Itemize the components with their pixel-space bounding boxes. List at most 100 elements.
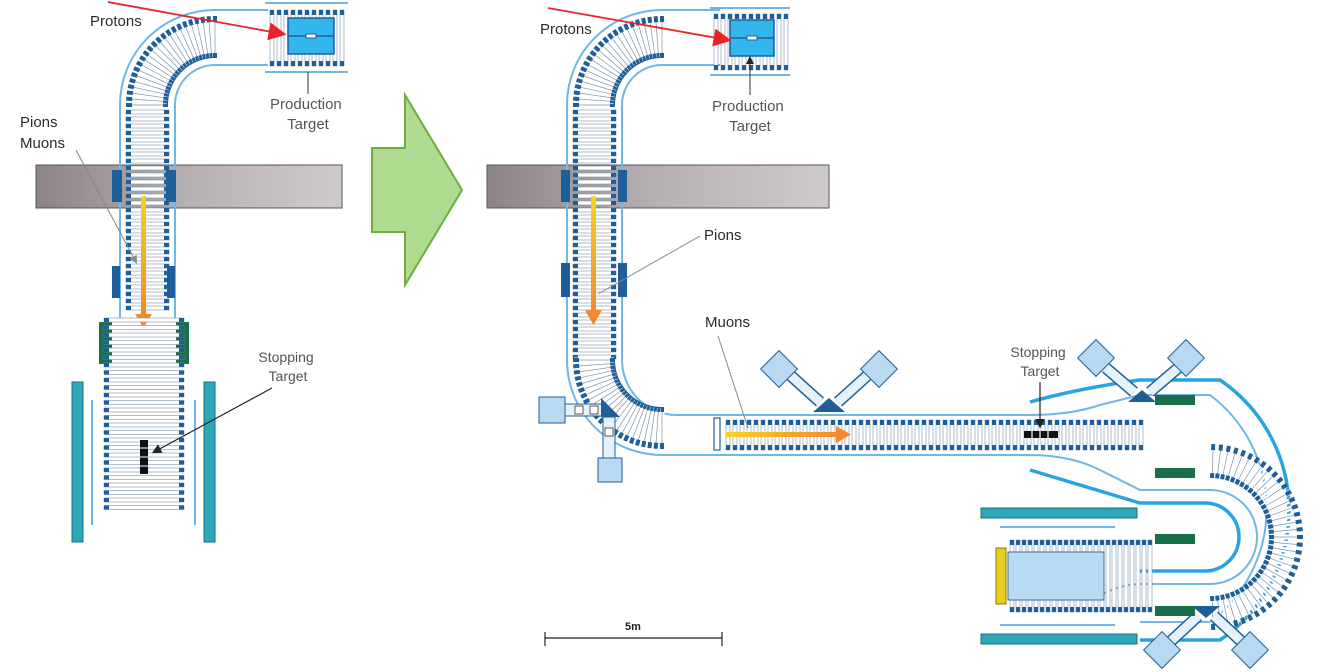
coil xyxy=(103,400,185,405)
coil xyxy=(1264,561,1294,576)
coil xyxy=(782,445,786,450)
coil xyxy=(852,420,856,425)
coil xyxy=(615,78,622,85)
coil xyxy=(726,445,730,450)
coil xyxy=(157,38,184,69)
coil xyxy=(103,385,185,390)
coil xyxy=(1052,607,1056,612)
coil xyxy=(655,17,659,58)
coil xyxy=(1076,445,1080,450)
transport-pipe xyxy=(119,9,268,318)
coil xyxy=(581,68,619,86)
coil xyxy=(647,16,653,24)
coil xyxy=(1225,475,1231,482)
coil xyxy=(617,431,624,440)
coil xyxy=(1259,570,1287,590)
coil xyxy=(1269,541,1302,546)
coil xyxy=(845,445,849,450)
coil xyxy=(126,236,131,240)
coil xyxy=(127,84,135,90)
coil xyxy=(1260,564,1267,571)
coil xyxy=(1233,447,1239,455)
coil xyxy=(104,385,109,390)
coil xyxy=(625,24,643,62)
coil xyxy=(572,144,617,150)
coil xyxy=(574,84,582,90)
coil xyxy=(611,208,616,212)
coil xyxy=(164,292,169,296)
coil xyxy=(1076,607,1080,612)
coil xyxy=(164,131,169,135)
coil xyxy=(125,116,170,122)
coil xyxy=(179,378,184,382)
coil xyxy=(901,445,905,450)
transport-pipe-inner xyxy=(621,64,1268,623)
coil xyxy=(915,445,919,450)
coil xyxy=(817,445,821,450)
coil xyxy=(164,278,169,282)
coil xyxy=(163,91,170,97)
coil xyxy=(333,10,337,15)
coil xyxy=(1280,584,1289,591)
coil xyxy=(573,201,578,205)
coil xyxy=(179,460,184,465)
coil xyxy=(572,179,617,185)
coil xyxy=(1267,513,1300,523)
coil xyxy=(572,340,617,346)
coil xyxy=(577,387,585,393)
coil xyxy=(573,229,578,233)
coil xyxy=(824,445,828,450)
coil xyxy=(312,61,316,66)
coil xyxy=(641,440,647,448)
coil xyxy=(573,90,581,96)
coil xyxy=(611,292,616,296)
coil xyxy=(607,32,614,40)
coil xyxy=(1112,540,1116,545)
coil xyxy=(1139,445,1143,450)
coil xyxy=(777,65,781,70)
coil xyxy=(104,370,109,375)
coil xyxy=(1215,473,1220,479)
coil xyxy=(936,420,940,425)
coil xyxy=(608,34,634,67)
label-protons: Protons xyxy=(540,21,592,38)
coil xyxy=(761,420,765,425)
coil xyxy=(964,420,968,425)
coil xyxy=(134,68,172,86)
coil xyxy=(125,151,170,157)
coil xyxy=(104,408,109,412)
coil xyxy=(611,278,616,282)
coil xyxy=(579,73,618,89)
coil xyxy=(164,222,169,226)
coil xyxy=(1069,445,1073,450)
coil xyxy=(126,194,131,198)
coil xyxy=(179,498,184,502)
coil xyxy=(1259,460,1267,468)
coil xyxy=(761,445,765,450)
coil xyxy=(1256,478,1282,500)
label-pions: Pions xyxy=(704,227,742,244)
coil xyxy=(291,10,295,15)
transition-arrow xyxy=(371,91,464,289)
coil xyxy=(740,445,744,450)
coil xyxy=(1010,607,1014,612)
coil xyxy=(1147,539,1153,613)
coil xyxy=(577,373,617,386)
coil xyxy=(623,391,631,399)
coil xyxy=(749,65,753,70)
coil xyxy=(866,420,870,425)
coil xyxy=(305,61,309,66)
coil xyxy=(573,299,578,303)
coil xyxy=(125,165,170,171)
diagnostic-station xyxy=(1076,338,1206,402)
coil xyxy=(770,65,774,70)
coil xyxy=(845,420,849,425)
coil xyxy=(971,445,975,450)
coil xyxy=(1226,448,1237,480)
coil xyxy=(1034,445,1038,450)
coil xyxy=(572,116,617,122)
coil xyxy=(1123,539,1129,613)
coil xyxy=(623,66,631,74)
coil xyxy=(573,306,578,310)
coil xyxy=(611,355,616,359)
